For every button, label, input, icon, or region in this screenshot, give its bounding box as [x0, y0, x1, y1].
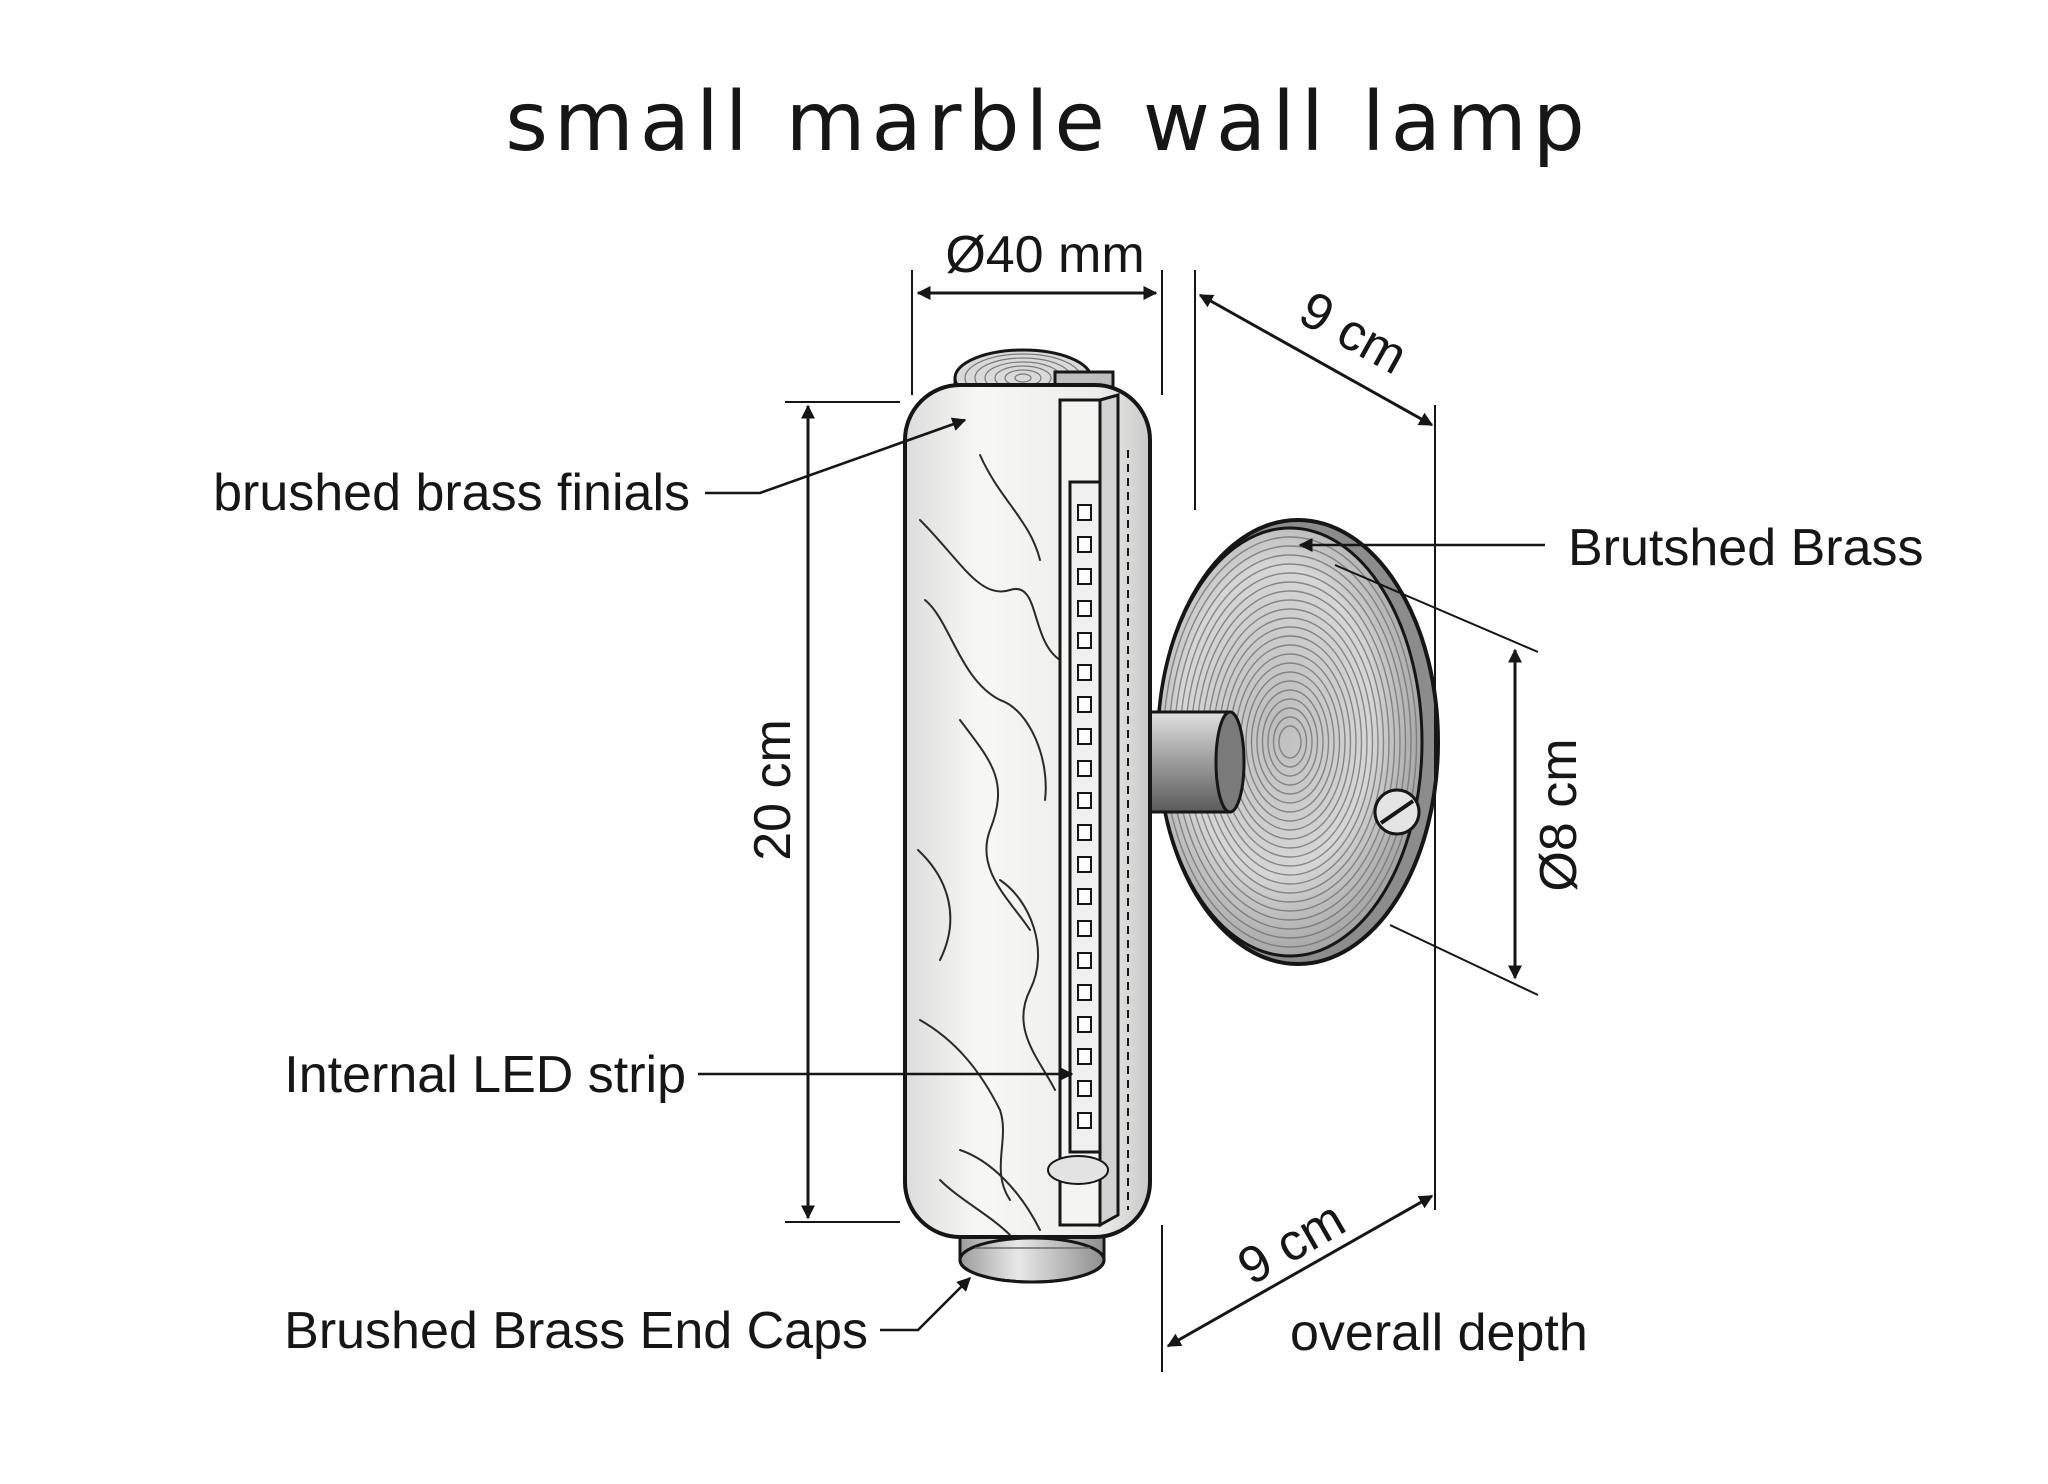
base-machining-ring — [1272, 716, 1308, 768]
base-machining-ring — [1245, 671, 1335, 813]
led-chip — [1077, 696, 1092, 713]
led-chip — [1077, 1016, 1092, 1033]
led-chip — [1077, 1048, 1092, 1065]
led-chip — [1077, 792, 1092, 809]
led-chip — [1077, 632, 1092, 649]
marble-tube — [903, 383, 1152, 1239]
diameter-tube-value: Ø40 mm — [945, 226, 1144, 284]
finials-label: brushed brass finials — [213, 464, 690, 522]
led-chip — [1077, 1080, 1092, 1097]
end-caps-label: Brushed Brass End Caps — [284, 1302, 868, 1360]
finial-machining-ring — [1014, 373, 1032, 383]
led-chip — [1077, 952, 1092, 969]
diagram-title: small marble wall lamp — [505, 75, 1591, 170]
top-depth-value: 9 cm — [1290, 280, 1417, 385]
led-chip — [1077, 728, 1092, 745]
wall-base — [1156, 518, 1440, 966]
base-machining-ring — [1261, 698, 1319, 786]
led-chip — [1077, 504, 1092, 521]
top-depth-arrow — [1198, 293, 1434, 427]
dimension-arrows — [801, 286, 1522, 1348]
bottom-depth-arrow — [1166, 1194, 1434, 1348]
led-chip — [1077, 856, 1092, 873]
led-label: Internal LED strip — [284, 1046, 686, 1104]
led-chip — [1077, 664, 1092, 681]
led-chip — [1077, 920, 1092, 937]
led-chip — [1077, 536, 1092, 553]
led-chip — [1077, 1112, 1092, 1129]
diameter-base-value: Ø8 cm — [1530, 738, 1588, 891]
stem — [1148, 710, 1246, 814]
base-machining-ring — [1256, 689, 1324, 795]
base-machining-ring — [1250, 680, 1330, 804]
led-chip — [1077, 600, 1092, 617]
base-label: Brutshed Brass — [1568, 519, 1924, 577]
finials-leader — [705, 417, 967, 495]
callout-leaders — [698, 417, 1545, 1332]
led-chip — [1077, 760, 1092, 777]
set-screw-icon — [1373, 788, 1421, 836]
base-machining-ring — [1267, 707, 1313, 777]
led-chip — [1077, 888, 1092, 905]
end-caps-leader — [880, 1277, 971, 1332]
led-strip — [1068, 480, 1102, 1154]
bottom-depth-value: 9 cm — [1228, 1190, 1355, 1297]
extension-lines — [785, 270, 1539, 1372]
led-chip — [1077, 824, 1092, 841]
led-chip — [1077, 984, 1092, 1001]
height-value: 20 cm — [744, 719, 802, 861]
base-machining-ring — [1278, 725, 1302, 759]
led-chip — [1077, 568, 1092, 585]
depth-caption: overall depth — [1290, 1304, 1588, 1362]
